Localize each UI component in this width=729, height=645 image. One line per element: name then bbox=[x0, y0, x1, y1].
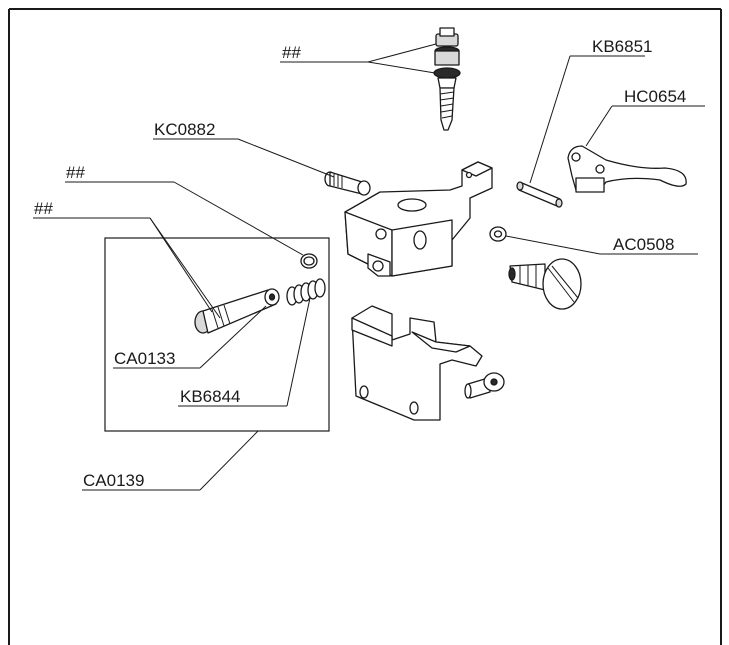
ac0508-washer bbox=[489, 226, 507, 242]
leader-lines bbox=[33, 43, 705, 491]
label-kc0882: KC0882 bbox=[154, 120, 215, 139]
kb6844-spring bbox=[286, 278, 326, 306]
label-kb6844: KB6844 bbox=[180, 387, 241, 406]
lower-bracket bbox=[351, 305, 483, 421]
small-cap-screw bbox=[464, 372, 505, 399]
subassembly-box bbox=[104, 237, 330, 432]
kc0882-screw bbox=[324, 171, 371, 196]
label-hash-mid: ## bbox=[66, 163, 85, 182]
knob-screw bbox=[508, 258, 582, 310]
label-ca0133: CA0133 bbox=[114, 349, 175, 368]
main-housing bbox=[344, 161, 493, 277]
label-ca0139: CA0139 bbox=[83, 471, 144, 490]
top-tension-part bbox=[433, 27, 461, 131]
label-ac0508: AC0508 bbox=[613, 235, 674, 254]
hc0654-lever bbox=[567, 145, 687, 193]
label-hash-left: ## bbox=[34, 199, 53, 218]
small-ring bbox=[300, 253, 318, 269]
label-kb6851: KB6851 bbox=[592, 37, 653, 56]
label-hc0654: HC0654 bbox=[624, 87, 686, 106]
label-hash-top: ## bbox=[282, 43, 301, 62]
ca0133-shaft bbox=[194, 288, 280, 334]
kb6851-pin bbox=[516, 181, 563, 208]
page-frame bbox=[8, 8, 722, 645]
